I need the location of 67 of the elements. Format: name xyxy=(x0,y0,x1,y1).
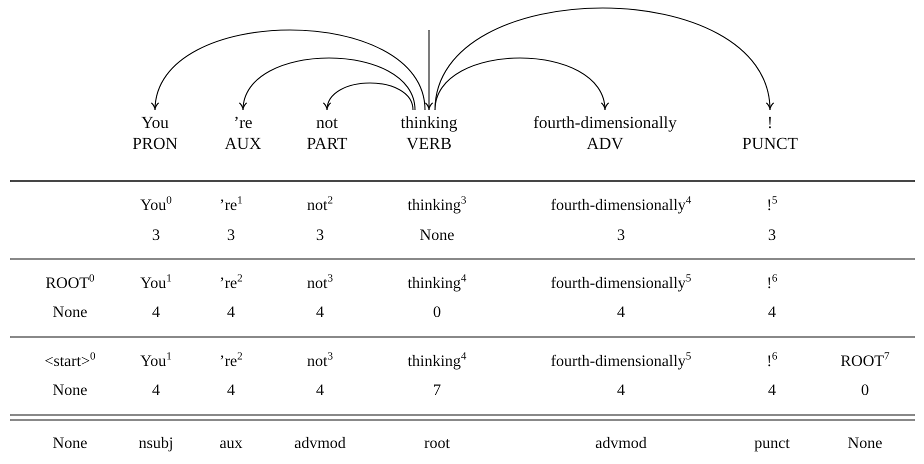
table-cell-text: 4 xyxy=(316,304,324,322)
table-cell-text: advmod xyxy=(294,435,346,453)
table-cell-text: advmod xyxy=(595,435,647,453)
word-label: thinking xyxy=(400,112,458,133)
table-cell-text: thinking$^{4}$ xyxy=(408,275,466,293)
table-cell-text: You$^{1}$ xyxy=(140,353,172,371)
table-cell-text: aux xyxy=(219,435,243,453)
dependency-arc xyxy=(240,58,416,111)
table-cell-text: You$^{1}$ xyxy=(140,275,172,293)
table-cell-text: 3 xyxy=(316,227,324,245)
table-cell-text: 0 xyxy=(861,382,869,400)
pos-tag: PUNCT xyxy=(742,133,798,154)
table-cell-text: 3 xyxy=(617,227,625,245)
table-cell-text: 4 xyxy=(316,382,324,400)
table-cell-text: You$^{0}$ xyxy=(140,197,172,215)
table-cell-text: None xyxy=(420,227,454,245)
table-cell-text: thinking$^{3}$ xyxy=(408,197,466,215)
word-label: You xyxy=(141,112,169,133)
table-cell-text: 4 xyxy=(227,304,235,322)
table-cell-text: None xyxy=(52,382,88,400)
table-cell-text: !$^{5}$ xyxy=(766,197,778,215)
table-cell-text: 4 xyxy=(768,304,776,322)
table-cell-text: not$^{3}$ xyxy=(307,353,333,371)
table-cell-text: <start>$^{0}$ xyxy=(44,353,96,371)
word-label: fourth-dimensionally xyxy=(533,112,677,133)
table-cell-text: 4 xyxy=(152,304,160,322)
dependency-arc xyxy=(152,30,426,111)
table-cell-text: None xyxy=(52,304,88,322)
table-cell-text: thinking$^{4}$ xyxy=(408,353,466,371)
table-cell-text: 7 xyxy=(433,382,441,400)
table-cell-text: ROOT$^{7}$ xyxy=(840,353,890,371)
pos-tag: PRON xyxy=(132,133,178,154)
dependency-arc xyxy=(434,58,608,111)
word-label: not xyxy=(316,112,338,133)
table-cell-text: !$^{6}$ xyxy=(766,275,778,293)
table-cell-text: nsubj xyxy=(138,435,174,453)
table-cell-text: None xyxy=(848,435,882,453)
dependency-arc xyxy=(434,8,773,111)
table-cell-text: ROOT$^{0}$ xyxy=(45,275,95,293)
dependency-arc xyxy=(324,82,414,111)
word-label: ! xyxy=(767,112,773,133)
pos-tag: AUX xyxy=(224,133,262,154)
table-cell-text: 4 xyxy=(768,382,776,400)
table-cell-text: punct xyxy=(754,435,790,453)
table-cell-text: not$^{3}$ xyxy=(307,275,333,293)
table-cell-text: not$^{2}$ xyxy=(307,197,333,215)
pos-tag: ADV xyxy=(586,133,624,154)
table-cell-text: fourth-dimensionally$^{5}$ xyxy=(550,275,692,293)
table-cell-text: root xyxy=(424,435,450,453)
table-cell-text: 4 xyxy=(152,382,160,400)
pos-tag: PART xyxy=(306,133,348,154)
table-cell-text: 0 xyxy=(433,304,441,322)
table-cell-text: None xyxy=(52,435,88,453)
table-cell-text: fourth-dimensionally$^{5}$ xyxy=(550,353,692,371)
table-cell-text: 4 xyxy=(617,382,625,400)
table-cell-text: 4 xyxy=(227,382,235,400)
word-label: ’re xyxy=(234,112,252,133)
table-cell-text: ’re$^{2}$ xyxy=(219,275,243,293)
table-cell-text: !$^{6}$ xyxy=(766,353,778,371)
table-cell-text: 3 xyxy=(227,227,235,245)
table-cell-text: ’re$^{2}$ xyxy=(219,353,243,371)
table-cell-text: 4 xyxy=(617,304,625,322)
table-cell-text: ’re$^{1}$ xyxy=(219,197,243,215)
table-cell-text: 3 xyxy=(768,227,776,245)
pos-tag: VERB xyxy=(406,133,452,154)
table-cell-text: fourth-dimensionally$^{4}$ xyxy=(550,197,692,215)
table-cell-text: 3 xyxy=(152,227,160,245)
